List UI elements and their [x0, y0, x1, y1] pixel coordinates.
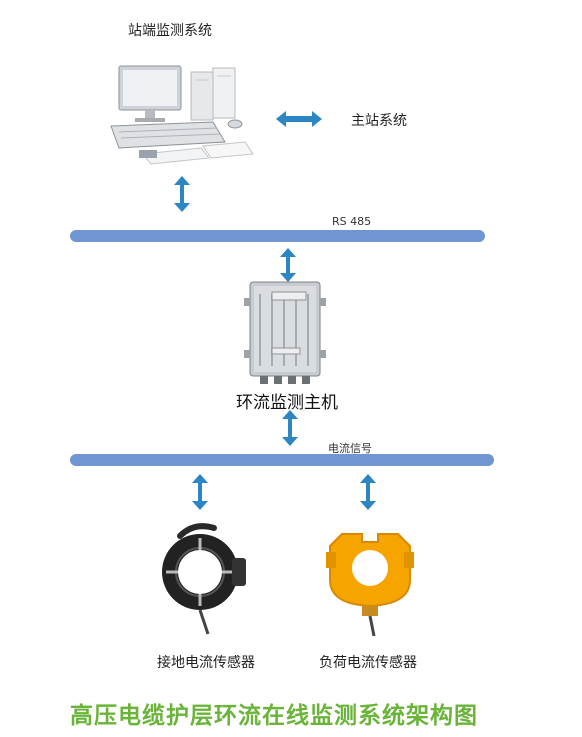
grounding-current-sensor-label: 接地电流传感器 [157, 655, 255, 671]
computer-workstation-icon [105, 58, 265, 170]
current-signal-label: 电流信号 [328, 442, 372, 455]
diagram-caption: 高压电缆护层环流在线监测系统架构图 [70, 703, 478, 729]
load-current-sensor-icon [322, 522, 418, 638]
bidirectional-arrow-vertical-icon [174, 176, 190, 212]
load-current-sensor-label: 负荷电流传感器 [319, 655, 417, 671]
rs485-label: RS 485 [332, 215, 372, 228]
current-signal-bus [70, 454, 494, 466]
monitoring-host-device-icon [242, 278, 328, 386]
grounding-current-sensor-icon [152, 518, 252, 636]
bidirectional-arrow-horizontal-icon [276, 110, 322, 128]
monitoring-host-label: 环流监测主机 [236, 393, 338, 413]
rs485-bus [70, 230, 485, 242]
station-system-label: 站端监测系统 [128, 23, 212, 39]
bidirectional-arrow-vertical-icon [192, 474, 208, 510]
master-station-label: 主站系统 [351, 113, 407, 129]
bidirectional-arrow-vertical-icon [282, 410, 298, 446]
bidirectional-arrow-vertical-icon [280, 248, 296, 282]
bidirectional-arrow-vertical-icon [360, 474, 376, 510]
